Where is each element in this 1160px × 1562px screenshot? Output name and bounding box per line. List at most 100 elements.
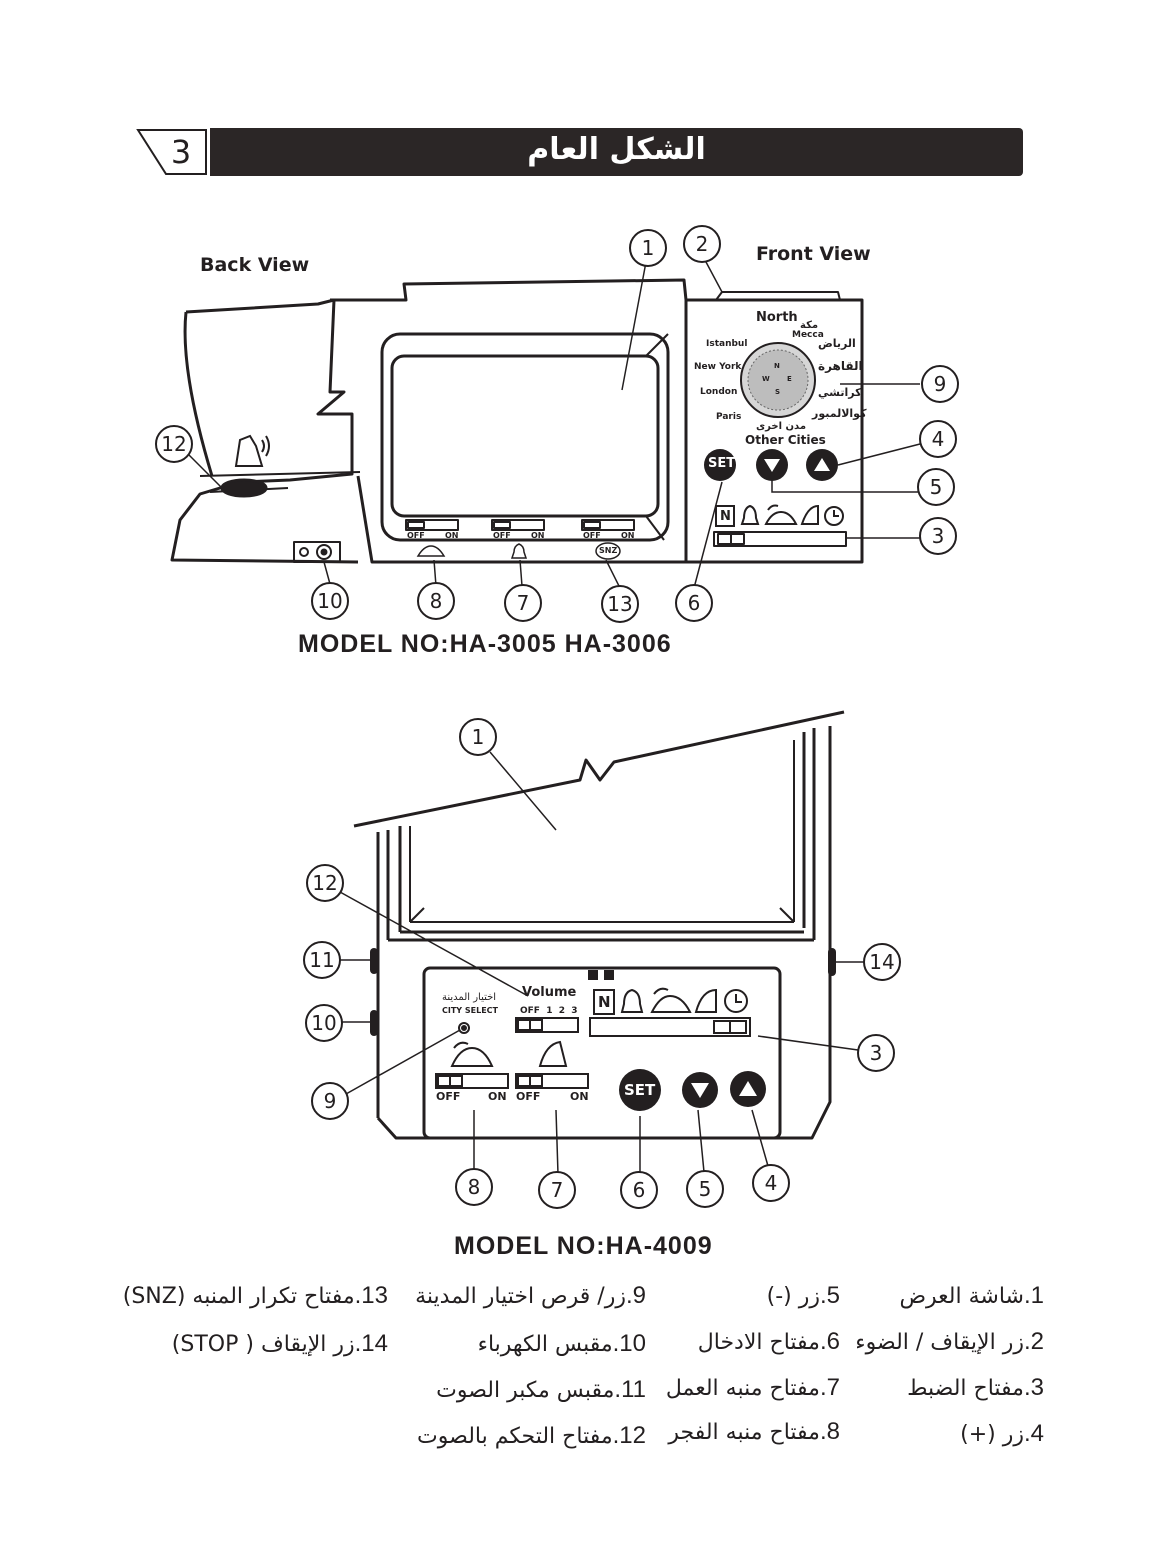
legend-item-7: 7.مفتاح منبه العمل [665, 1374, 840, 1401]
callout-9: 9 [933, 372, 947, 396]
stop-button[interactable] [828, 948, 836, 976]
legend-item-8: 8.مفتاح منبه الفجر [668, 1418, 840, 1445]
dial-mecca: Mecca [792, 330, 824, 340]
switch8-on: ON [445, 531, 459, 540]
callout-8: 8 [429, 589, 443, 613]
snz-icon [595, 542, 621, 560]
dial-mecca-ar: مكة [800, 320, 819, 331]
fajr-alarm-icon-2 [650, 994, 692, 1013]
mode-slider-2[interactable] [589, 1017, 751, 1037]
switch8-on-2: ON [488, 1090, 507, 1103]
page-number: 3 [170, 133, 192, 171]
switch7-on-2: ON [570, 1090, 589, 1103]
set-button-1-label: SET [708, 456, 736, 471]
fajr-switch-2[interactable] [435, 1073, 509, 1089]
callout2-1: 1 [471, 725, 485, 749]
screen [390, 354, 660, 518]
city-select-ar: اختيار المدينة [442, 992, 497, 1003]
fajr-icon-2 [450, 1046, 494, 1067]
legend-item-13: 13.مفتاح تكرار المنبه (SNZ) [122, 1282, 388, 1309]
volume-label: Volume [522, 985, 577, 1000]
callout-3: 3 [931, 524, 945, 548]
legend-item-12: 12.مفتاح التحكم بالصوت [417, 1422, 646, 1449]
snz-label: SNZ [599, 546, 618, 555]
work-alarm-icon-2 [694, 988, 717, 1013]
clock-icon [824, 506, 844, 526]
control-panel [422, 966, 782, 1140]
clock-icon-2 [724, 989, 748, 1013]
compass-e: E [787, 375, 792, 383]
down-button-2[interactable] [682, 1072, 718, 1108]
mode-n-label: N [720, 509, 731, 524]
back-body [170, 298, 359, 564]
callout-7: 7 [516, 591, 530, 615]
speaker-socket [370, 948, 378, 974]
switch7-off: OFF [493, 531, 511, 540]
callout2-5: 5 [698, 1177, 712, 1201]
dial-city-ar-2: القاهرة [818, 359, 863, 373]
callout2-14: 14 [869, 950, 895, 974]
up-button-2[interactable] [730, 1071, 766, 1107]
callout2-11: 11 [309, 948, 335, 972]
dial-city-ar-1: الرياض [818, 337, 856, 350]
dial-city-1: Istanbul [706, 339, 748, 349]
set-button-2-label: SET [624, 1081, 656, 1099]
legend-item-14: 14.زر الإيقاف ( STOP) [171, 1330, 388, 1357]
dial-city-3: London [700, 387, 738, 397]
up-button-1[interactable] [806, 449, 838, 481]
compass-n: N [774, 362, 780, 370]
legend-item-11: 11.مقبس مكبر الصوت [436, 1376, 646, 1403]
legend-item-2: 2.زر الإيقاف / الضوء [855, 1328, 1044, 1355]
callout2-9: 9 [323, 1089, 337, 1113]
legend-item-5: 5.زر (-) [766, 1282, 840, 1309]
dial-city-ar-4: كوالالمبور [812, 407, 867, 420]
dial-city-4: Paris [716, 412, 742, 422]
model-label-1: MODEL NO:HA-3005 HA-3006 [298, 630, 672, 658]
callout-1: 1 [641, 236, 655, 260]
volume-scale: OFF 1 2 3 [520, 1006, 578, 1016]
compass-s: S [775, 388, 781, 396]
front-view-label: Front View [756, 243, 871, 265]
city-dial[interactable] [740, 342, 816, 418]
callout2-7: 7 [550, 1178, 564, 1202]
work-icon-2 [538, 1040, 568, 1067]
callout-12: 12 [161, 432, 187, 456]
legend-item-1: 1.شاشة العرض [899, 1282, 1044, 1309]
model-label-2: MODEL NO:HA-4009 [454, 1232, 713, 1260]
callout2-12: 12 [312, 871, 338, 895]
legend-item-9: 9.زر/ قرص اختيار المدينة [415, 1282, 646, 1309]
set-button-1[interactable] [704, 449, 736, 481]
callout2-3: 3 [869, 1041, 883, 1065]
callout-4: 4 [931, 427, 945, 451]
bell-icon-small [510, 543, 528, 559]
down-button-1[interactable] [756, 449, 788, 481]
screen-frame [380, 332, 670, 542]
page-number-shape [136, 129, 207, 175]
power-socket [370, 1010, 378, 1036]
city-select-en: CITY SELECT [442, 1006, 498, 1015]
fajr-icon-small [416, 545, 446, 557]
switch7-on: ON [531, 531, 545, 540]
set-button-2[interactable] [619, 1069, 661, 1111]
mode-n-icon [715, 505, 735, 527]
dial-city-2: New York [694, 362, 742, 372]
fajr-alarm-icon [764, 504, 798, 525]
callout-2: 2 [695, 232, 709, 256]
callout2-8: 8 [467, 1175, 481, 1199]
work-alarm-icon [800, 504, 819, 525]
figure2-body [353, 710, 845, 1140]
callout2-6: 6 [632, 1178, 646, 1202]
dial-north: North [756, 310, 798, 325]
volume-slider[interactable] [515, 1017, 579, 1033]
dial-other-ar: مدن اخرى [756, 421, 807, 432]
switch8-off: OFF [407, 531, 425, 540]
callout-5: 5 [929, 475, 943, 499]
work-switch-2[interactable] [515, 1073, 589, 1089]
switch13-on: ON [621, 531, 635, 540]
legend-item-4: 4.زر (+) [960, 1420, 1044, 1447]
callout-10: 10 [317, 589, 343, 613]
page-number-tab: 3 [136, 128, 208, 176]
switch13-off: OFF [583, 531, 601, 540]
page-title: الشكل العام [527, 132, 706, 167]
